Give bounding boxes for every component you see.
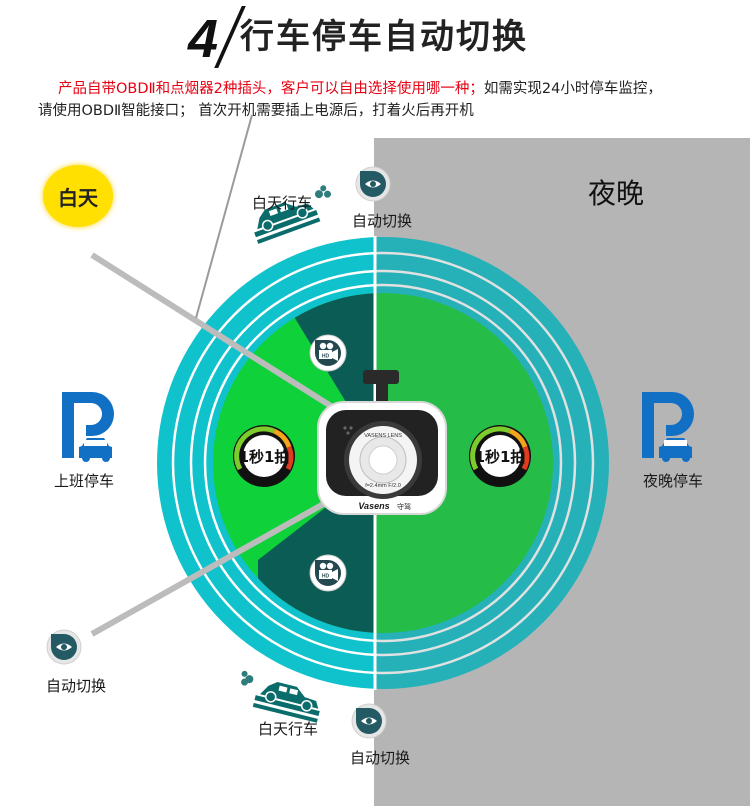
eye-icon xyxy=(351,703,387,739)
work-parking-label: 上班停车 xyxy=(54,472,115,490)
car-icon xyxy=(241,670,320,723)
intro-highlight: 产品自带OBDⅡ和点烟器2种插头，客户可以自由选择使用哪一种； xyxy=(58,81,484,97)
ring-line-outer xyxy=(171,251,595,675)
day-driving-label-bottom: 白天行车 xyxy=(258,720,319,738)
day-badge: 白天 xyxy=(43,165,113,227)
eye-icon xyxy=(355,166,391,202)
parking-icon xyxy=(642,392,694,462)
timelapse-text: 1秒1拍 xyxy=(475,448,526,466)
camera-brand-cn: 守驾 xyxy=(397,502,411,511)
eye-icon xyxy=(46,629,82,665)
timelapse-badge-right: 1秒1拍 xyxy=(469,425,531,487)
camera-brand: Vasens xyxy=(358,501,389,511)
lens-ring-text: VASENS LENS xyxy=(364,433,402,439)
moon-icon xyxy=(662,170,701,230)
pointer-line xyxy=(195,114,253,319)
auto-switch-label-bottom: 自动切换 xyxy=(350,749,411,767)
ring-line-inner xyxy=(203,283,563,643)
car-icon xyxy=(254,185,332,244)
day-driving-label-top: 白天行车 xyxy=(252,194,313,212)
dashcam-icon: VASENS LENS f=2.4mm F/2.0 Vasens 守驾 xyxy=(317,370,447,515)
video-camera-icon xyxy=(309,334,347,372)
connector-line-top xyxy=(90,252,374,435)
timelapse-text: 1秒1拍 xyxy=(239,448,290,466)
parking-icon xyxy=(62,392,114,462)
intro-text: 产品自带OBDⅡ和点烟器2种插头，客户可以自由选择使用哪一种；如需实现24小时停… xyxy=(38,78,738,122)
video-camera-icon xyxy=(309,554,347,592)
auto-switch-label-top: 自动切换 xyxy=(352,212,413,230)
auto-switch-label-left: 自动切换 xyxy=(46,677,107,695)
intro-line-1: 如需实现24小时停车监控， xyxy=(483,81,662,97)
night-parking-label: 夜晚停车 xyxy=(643,472,704,490)
connector-line-bottom xyxy=(90,485,354,637)
night-label: 夜晚 xyxy=(588,177,645,210)
timelapse-badge-left: 1秒1拍 xyxy=(233,425,295,487)
page-title: 行车停车自动切换 xyxy=(240,17,528,57)
ring-line-middle xyxy=(189,269,577,657)
title-number: 4 xyxy=(188,9,219,69)
lens-spec-text: f=2.4mm F/2.0 xyxy=(365,483,401,489)
intro-line-2: 请使用OBDⅡ智能接口； 首次开机需要插上电源后，打着火后再开机 xyxy=(38,103,474,119)
